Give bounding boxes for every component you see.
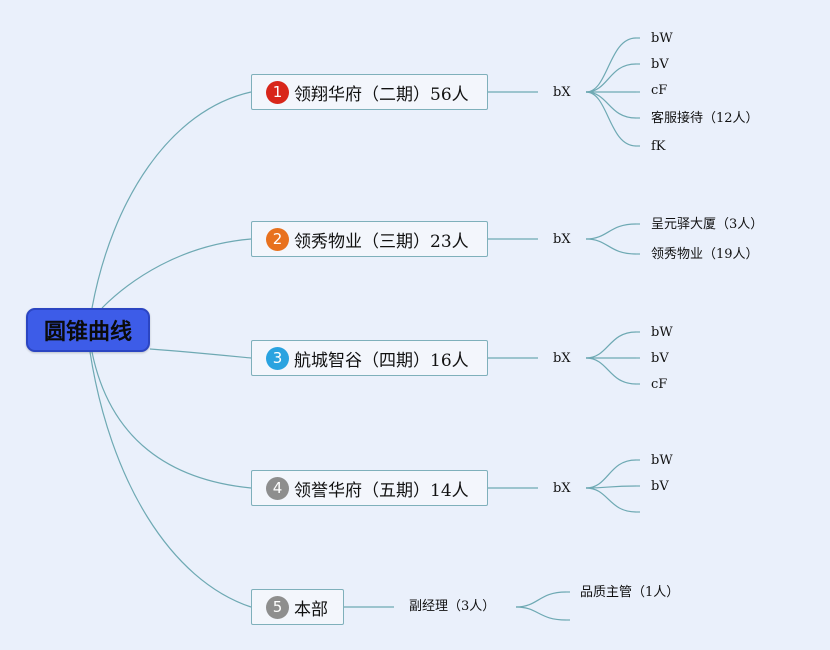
leaf-label-4-2[interactable]: bV <box>651 479 669 494</box>
root-to-branch-2 <box>101 238 252 309</box>
mid2-to-leaf-2 <box>585 238 637 255</box>
number-badge-3: 3 <box>266 346 289 370</box>
leaf-label-1-5[interactable]: fK <box>651 139 666 154</box>
leaf-label-2-2[interactable]: 领秀物业（19人） <box>651 247 759 262</box>
mid5-to-leaf-1 <box>515 591 567 608</box>
mid1-to-leaf-4 <box>585 91 637 119</box>
branch-node-3[interactable]: 3 航城智谷（四期）16人 <box>251 340 488 376</box>
mid-label-1[interactable]: bX <box>553 85 571 100</box>
root-node[interactable]: 圆锥曲线 <box>26 308 150 352</box>
number-badge-4: 4 <box>266 476 289 500</box>
mid1-to-leaf-2 <box>585 63 637 93</box>
mid4-to-leaf-1 <box>585 459 637 489</box>
branch-label-1: 领翔华府（二期）56人 <box>294 84 469 105</box>
mid-label-5[interactable]: 副经理（3人） <box>409 599 496 614</box>
mid1-to-leaf-5 <box>585 91 637 147</box>
branch-node-2[interactable]: 2 领秀物业（三期）23人 <box>251 221 488 257</box>
leaf-label-2-1[interactable]: 呈元驿大厦（3人） <box>651 217 764 232</box>
mid5-to-leaf-2 <box>515 606 567 621</box>
mid-label-4[interactable]: bX <box>553 481 571 496</box>
mid4-to-leaf-3 <box>585 487 637 513</box>
leaf-label-1-2[interactable]: bV <box>651 57 669 72</box>
branch-node-1[interactable]: 1 领翔华府（二期）56人 <box>251 74 488 110</box>
mid-label-3[interactable]: bX <box>553 351 571 366</box>
root-to-branch-3 <box>149 348 252 359</box>
leaf-label-1-4[interactable]: 客服接待（12人） <box>651 111 759 126</box>
branch-node-5[interactable]: 5 本部 <box>251 589 344 625</box>
branch-node-4[interactable]: 4 领誉华府（五期）14人 <box>251 470 488 506</box>
branch-label-5: 本部 <box>294 599 328 620</box>
branch-label-2: 领秀物业（三期）23人 <box>294 231 469 252</box>
mid3-to-leaf-1 <box>585 331 637 359</box>
root-to-branch-5 <box>89 351 252 608</box>
leaf-label-1-1[interactable]: bW <box>651 31 673 46</box>
root-to-branch-1 <box>91 91 252 309</box>
number-badge-1: 1 <box>266 80 289 104</box>
mid3-to-leaf-3 <box>585 357 637 385</box>
mid2-to-leaf-1 <box>585 223 637 240</box>
branch-label-4: 领誉华府（五期）14人 <box>294 480 469 501</box>
leaf-label-3-1[interactable]: bW <box>651 325 673 340</box>
mid1-to-leaf-1 <box>585 37 637 93</box>
leaf-label-3-3[interactable]: cF <box>651 377 668 392</box>
leaf-label-1-3[interactable]: cF <box>651 83 668 98</box>
leaf-label-5-1[interactable]: 品质主管（1人） <box>580 585 680 600</box>
root-to-branch-4 <box>91 351 252 489</box>
root-label: 圆锥曲线 <box>43 320 132 345</box>
number-badge-5: 5 <box>266 595 289 619</box>
branch-label-3: 航城智谷（四期）16人 <box>294 350 469 371</box>
leaf-label-4-1[interactable]: bW <box>651 453 673 468</box>
leaf-label-3-2[interactable]: bV <box>651 351 669 366</box>
number-badge-2: 2 <box>266 227 289 251</box>
mid-label-2[interactable]: bX <box>553 232 571 247</box>
